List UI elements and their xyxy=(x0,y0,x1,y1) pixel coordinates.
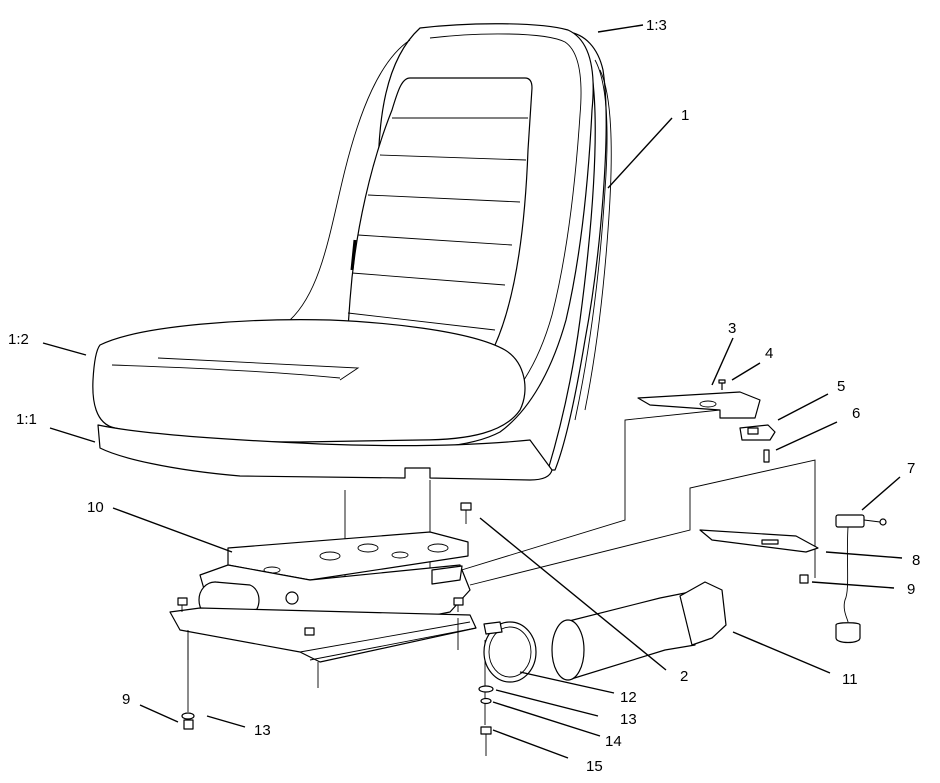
bolt-15 xyxy=(480,726,492,756)
callout-13-left: 13 xyxy=(254,722,271,739)
callout-labels: 1:3 1 1:2 1:1 3 4 5 6 7 8 9 10 2 11 12 1… xyxy=(8,17,920,775)
seat-cushion xyxy=(92,319,526,443)
callout-3: 3 xyxy=(728,320,736,337)
nut-9-right xyxy=(799,574,809,584)
callout-7: 7 xyxy=(907,460,915,477)
seat-assembly xyxy=(92,23,612,481)
callout-1-2: 1:2 xyxy=(8,331,29,348)
screw-6 xyxy=(763,449,770,463)
callout-1-1: 1:1 xyxy=(16,411,37,428)
callout-11: 11 xyxy=(842,671,858,688)
switch-7 xyxy=(835,514,887,644)
callout-10: 10 xyxy=(87,499,104,516)
washer-13-left xyxy=(181,712,195,720)
callout-15: 15 xyxy=(586,758,603,775)
callout-5: 5 xyxy=(837,378,845,395)
bracket-5 xyxy=(739,424,776,441)
clamp-12 xyxy=(483,621,537,683)
suspension-10 xyxy=(169,531,477,688)
plate-8 xyxy=(699,529,819,553)
bracket-3 xyxy=(637,391,761,419)
lockwasher-14 xyxy=(480,697,492,705)
cover-11 xyxy=(551,581,727,681)
callout-9-right: 9 xyxy=(907,581,915,598)
screw-4 xyxy=(718,379,726,390)
callout-1: 1 xyxy=(681,107,689,124)
callout-13-right: 13 xyxy=(620,711,637,728)
leader-lines xyxy=(42,24,903,759)
callout-9-left: 9 xyxy=(122,691,130,708)
callout-8: 8 xyxy=(912,552,920,569)
seat-pan xyxy=(97,424,553,481)
callout-4: 4 xyxy=(765,345,773,362)
callout-6: 6 xyxy=(852,405,860,422)
callout-1-3: 1:3 xyxy=(646,17,667,34)
bolt-2 xyxy=(460,502,472,524)
callout-2: 2 xyxy=(680,668,688,685)
callout-12: 12 xyxy=(620,689,637,706)
callout-14: 14 xyxy=(605,733,622,750)
nut-9-left xyxy=(183,719,194,730)
washer-13 xyxy=(478,685,494,693)
